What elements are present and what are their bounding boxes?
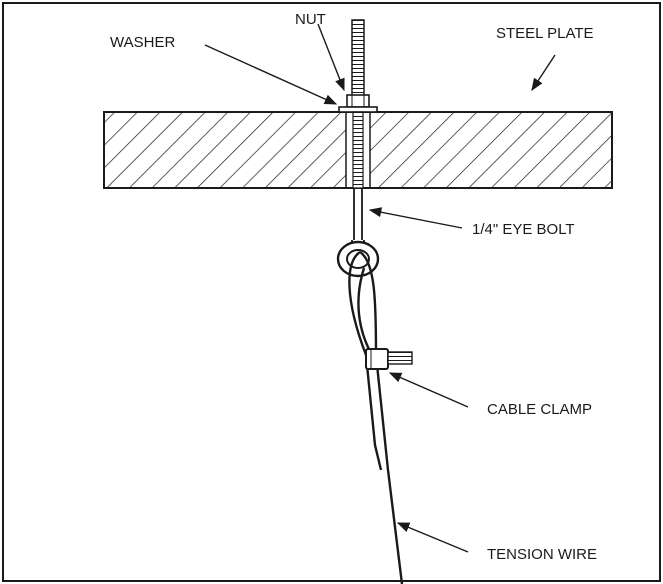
tension-wire — [348, 251, 404, 584]
tension-wire-leader — [396, 522, 469, 553]
washer-leader — [204, 44, 338, 105]
washer — [338, 106, 378, 113]
tension-wire-label: TENSION WIRE — [487, 546, 597, 563]
nut-label: NUT — [295, 11, 326, 28]
steel-plate-label: STEEL PLATE — [496, 25, 594, 42]
eye-bolt-leader — [368, 207, 463, 229]
cable-clamp — [365, 348, 413, 370]
steel-plate-leader — [531, 54, 556, 92]
washer-label: WASHER — [110, 34, 175, 51]
cable-clamp-leader — [388, 372, 469, 408]
eye-bolt-label: 1/4" EYE BOLT — [472, 221, 575, 238]
cable-clamp-label: CABLE CLAMP — [487, 401, 592, 418]
nut-leader — [317, 23, 345, 92]
nut — [346, 94, 370, 108]
